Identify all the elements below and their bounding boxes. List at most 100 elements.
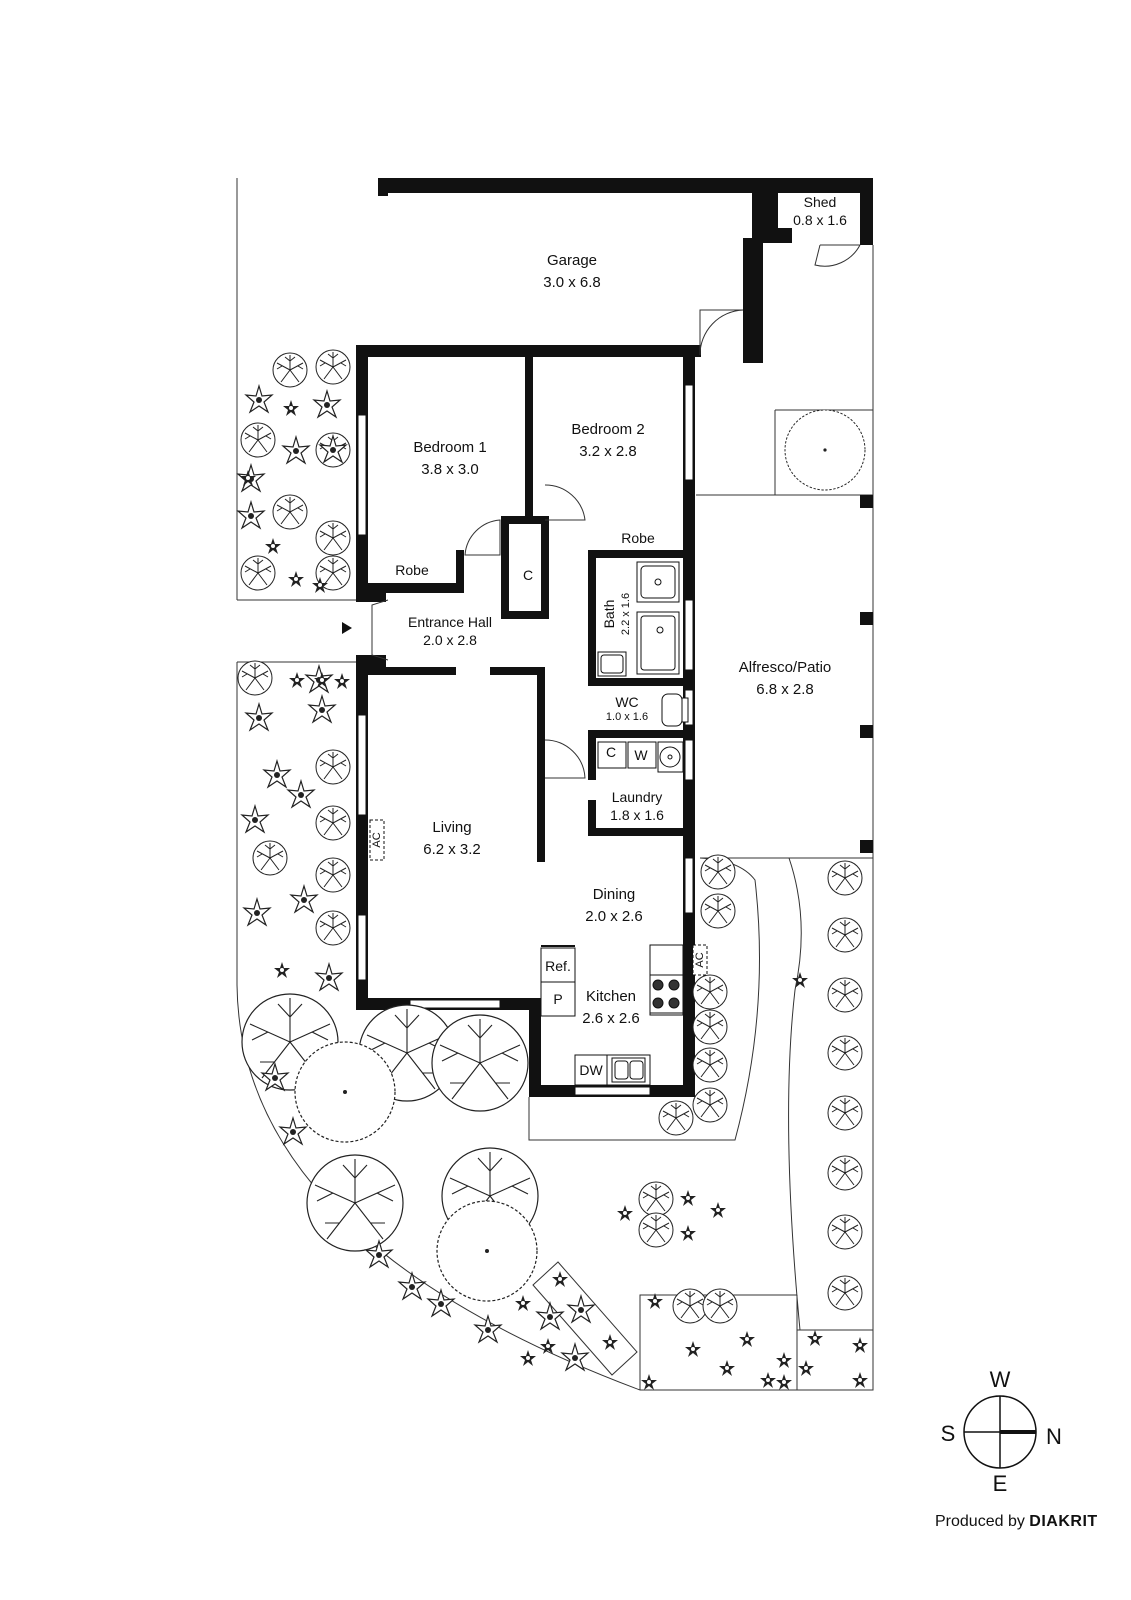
flower-icon <box>776 1352 792 1368</box>
shrub-icon <box>692 1047 728 1083</box>
cupboard-label: C <box>605 744 617 760</box>
tree-icon <box>294 1041 396 1143</box>
shrub-icon <box>272 494 308 530</box>
planter-bed <box>532 1261 638 1376</box>
shrub-icon <box>315 520 351 556</box>
flower-icon <box>282 436 310 464</box>
flower-icon <box>241 805 269 833</box>
pantry-label: P <box>553 991 563 1007</box>
windows <box>357 384 694 1096</box>
flower-icon <box>427 1289 455 1317</box>
shrub-icon <box>692 1009 728 1045</box>
door-swings <box>371 244 861 779</box>
shrub-icon <box>252 840 288 876</box>
flower-icon <box>398 1272 426 1300</box>
shrub-icon <box>658 1100 694 1136</box>
washer-label: W <box>634 747 648 763</box>
shrub-icon <box>272 352 308 388</box>
flower-icon <box>290 885 318 913</box>
flower-icon <box>288 571 304 587</box>
shrub-icon <box>827 860 863 896</box>
flower-icon <box>798 1360 814 1376</box>
flower-icon <box>243 898 271 926</box>
shrub-icon <box>315 805 351 841</box>
flower-icon <box>308 695 336 723</box>
flower-icon <box>265 538 281 554</box>
flower-icon <box>852 1372 868 1388</box>
shrub-icon <box>827 1035 863 1071</box>
flower-icon <box>515 1295 531 1311</box>
flower-icon <box>245 703 273 731</box>
compass-west-label: W <box>989 1367 1011 1392</box>
flower-icon <box>685 1341 701 1357</box>
flower-icon <box>237 501 265 529</box>
shrub-icon <box>638 1212 674 1248</box>
flower-icon <box>245 385 273 413</box>
bath-fixtures <box>597 561 689 773</box>
flower-icon <box>776 1374 792 1390</box>
tree-icon <box>784 409 866 491</box>
shrub-icon <box>692 974 728 1010</box>
flower-icon <box>474 1315 502 1343</box>
shrub-icon <box>827 1155 863 1191</box>
flower-icon <box>852 1337 868 1353</box>
shrub-icon <box>702 1288 738 1324</box>
shrub-icon <box>315 349 351 385</box>
flower-icon <box>315 963 343 991</box>
shrub-icon <box>237 660 273 696</box>
dishwasher-label: DW <box>579 1062 603 1078</box>
flower-icon <box>760 1372 776 1388</box>
shrub-icon <box>700 893 736 929</box>
shrub-icon <box>827 1095 863 1131</box>
flower-icon <box>807 1330 823 1346</box>
flower-icon <box>617 1205 633 1221</box>
shrub-icon <box>692 1087 728 1123</box>
shrub-icon <box>431 1014 529 1112</box>
cupboard-label: C <box>522 567 534 583</box>
entrance-arrow-icon <box>342 622 352 634</box>
flower-icon <box>719 1360 735 1376</box>
flower-icon <box>334 673 350 689</box>
flower-icon <box>263 760 291 788</box>
shrub-icon <box>306 1154 404 1252</box>
flower-icon <box>274 962 290 978</box>
shrub-icon <box>315 749 351 785</box>
flower-icon <box>561 1343 589 1371</box>
flower-icon <box>279 1117 307 1145</box>
ac-label: AC <box>694 952 706 968</box>
flower-icon <box>552 1271 568 1287</box>
shrub-icon <box>827 977 863 1013</box>
flower-icon <box>641 1374 657 1390</box>
robe-label: Robe <box>621 530 655 546</box>
compass-south-label: S <box>940 1421 956 1446</box>
shrub-icon <box>240 555 276 591</box>
flower-icon <box>680 1225 696 1241</box>
shrub-icon <box>315 857 351 893</box>
shrub-icon <box>827 1214 863 1250</box>
shrub-icon <box>827 1275 863 1311</box>
compass-icon <box>963 1395 1037 1469</box>
credit-line: Produced by DIAKRIT <box>935 1513 1098 1530</box>
tree-icon <box>436 1200 538 1302</box>
flower-icon <box>520 1350 536 1366</box>
flower-icon <box>287 780 315 808</box>
flower-icon <box>567 1295 595 1323</box>
landscaping <box>237 349 868 1390</box>
fridge-label: Ref. <box>545 958 571 974</box>
robe-label: Robe <box>395 562 429 578</box>
flower-icon <box>680 1190 696 1206</box>
shrub-icon <box>638 1181 674 1217</box>
